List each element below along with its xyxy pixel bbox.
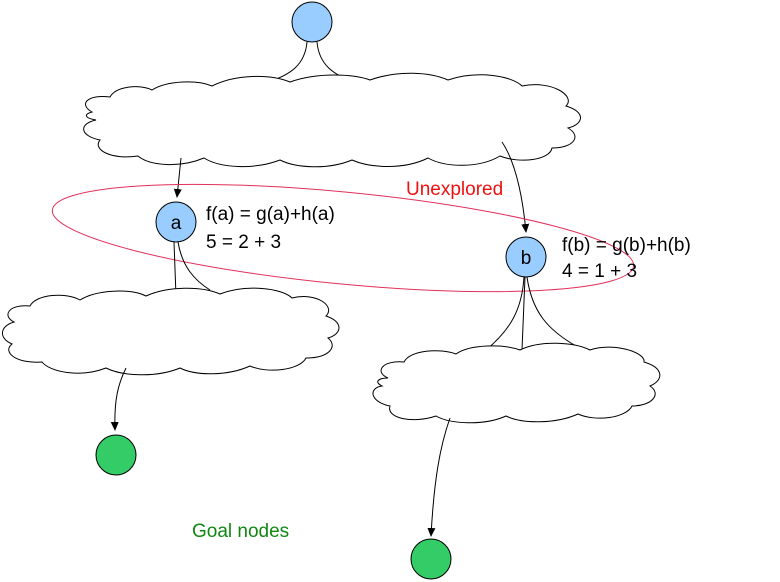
node-b-formula: f(b) = g(b)+h(b) [562,235,691,256]
edge-to-goal-left [110,367,127,431]
node-b-values: 4 = 1 + 3 [562,261,637,282]
lower-left-cloud [2,287,340,376]
unexplored-ellipse [51,183,635,293]
node-a-formula: f(a) = g(a)+h(a) [206,204,335,225]
unexplored-label: Unexplored [406,179,503,200]
edge-to-node-a [173,157,182,198]
goal-node-left [95,434,137,476]
node-a-values: 5 = 2 + 3 [206,232,281,253]
lower-right-cloud [372,342,661,424]
edge-to-node-b [501,141,530,233]
goal-node-right [410,538,452,580]
start-node [291,1,333,43]
node-a [155,201,197,243]
edge-to-goal-right [427,417,451,537]
node-a-label: a [171,213,182,234]
top-cloud [83,72,581,168]
node-b-label: b [521,248,532,269]
node-a-connectors [173,241,211,297]
goal-nodes-label: Goal nodes [192,521,289,542]
node-b-connectors [485,276,577,351]
node-b [505,236,547,278]
